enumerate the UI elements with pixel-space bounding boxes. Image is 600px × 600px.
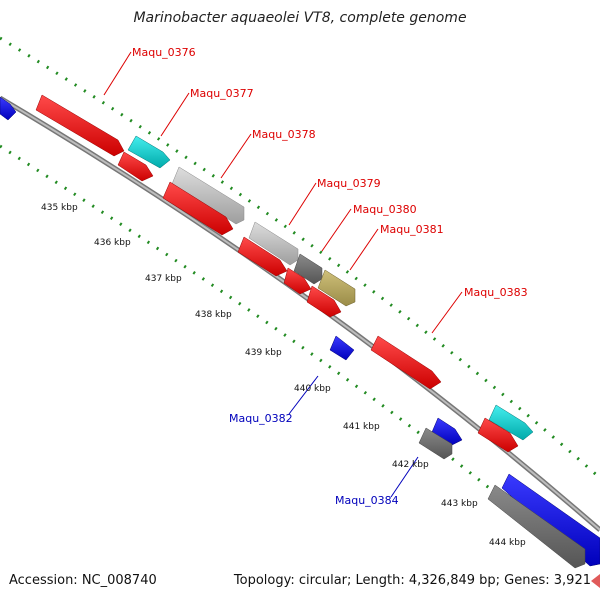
accession-label: Accession: NC_008740 bbox=[9, 573, 157, 588]
feature-blue-left-edge[interactable] bbox=[0, 96, 17, 121]
leader-maqu-0379 bbox=[288, 182, 317, 226]
tick-label-436: 436 kbp bbox=[94, 238, 131, 248]
gene-label-maqu-0383[interactable]: Maqu_0383 bbox=[464, 286, 528, 299]
feature-maqu-0379[interactable] bbox=[248, 221, 299, 266]
feature-maqu-0378b[interactable] bbox=[162, 181, 234, 236]
gene-label-maqu-0380[interactable]: Maqu_0380 bbox=[353, 203, 417, 216]
feature-maqu-0381[interactable] bbox=[317, 269, 356, 307]
leader-maqu-0377 bbox=[160, 92, 190, 137]
feature-maqu-0383[interactable] bbox=[370, 335, 442, 390]
tick-label-441: 441 kbp bbox=[343, 422, 380, 432]
map-title: Marinobacter aquaeolei VT8, complete gen… bbox=[133, 10, 467, 26]
feature-red-right[interactable] bbox=[477, 417, 519, 453]
topology-label: Topology: circular; Length: 4,326,849 bp… bbox=[234, 573, 591, 588]
tick-label-444: 444 kbp bbox=[489, 538, 526, 548]
tick-label-435: 435 kbp bbox=[41, 203, 78, 213]
gene-label-maqu-0376[interactable]: Maqu_0376 bbox=[132, 46, 196, 59]
leader-maqu-0383 bbox=[431, 291, 463, 334]
leader-maqu-0381 bbox=[349, 228, 379, 271]
gene-label-maqu-0378[interactable]: Maqu_0378 bbox=[252, 128, 316, 141]
gene-label-maqu-0382[interactable]: Maqu_0382 bbox=[229, 412, 293, 425]
feature-grey-0384b[interactable] bbox=[418, 427, 453, 460]
gene-label-maqu-0377[interactable]: Maqu_0377 bbox=[190, 87, 254, 100]
feature-cyan-right[interactable] bbox=[488, 404, 534, 441]
leader-maqu-0380 bbox=[321, 208, 352, 252]
genome-backbone bbox=[0, 95, 600, 532]
genome-backbone-highlight bbox=[0, 97, 600, 531]
feature-maqu-0380[interactable] bbox=[293, 253, 323, 285]
tick-label-443: 443 kbp bbox=[441, 499, 478, 509]
gene-label-maqu-0384[interactable]: Maqu_0384 bbox=[335, 494, 399, 507]
leader-maqu-0378 bbox=[220, 133, 252, 179]
leader-maqu-0382 bbox=[288, 375, 319, 415]
tick-label-440: 440 kbp bbox=[294, 384, 331, 394]
gene-label-maqu-0379[interactable]: Maqu_0379 bbox=[317, 177, 381, 190]
feature-maqu-0379b[interactable] bbox=[237, 236, 288, 277]
gene-label-maqu-0381[interactable]: Maqu_0381 bbox=[380, 223, 444, 236]
tick-label-438: 438 kbp bbox=[195, 310, 232, 320]
feature-maqu-0382[interactable] bbox=[329, 335, 355, 361]
feature-grey-bottom-right[interactable] bbox=[487, 484, 586, 569]
scroll-left-arrow-icon[interactable] bbox=[591, 574, 600, 588]
feature-maqu-0377[interactable] bbox=[127, 135, 171, 169]
feature-maqu-0380b[interactable] bbox=[283, 267, 312, 295]
feature-maqu-0376b[interactable] bbox=[117, 151, 154, 182]
feature-maqu-0384[interactable] bbox=[431, 417, 463, 446]
topology-text: Topology: circular; Length: 4,326,849 bp… bbox=[233, 573, 591, 588]
feature-maqu-0376[interactable] bbox=[35, 94, 125, 157]
leader-maqu-0384 bbox=[390, 456, 419, 498]
leader-maqu-0376 bbox=[103, 51, 132, 96]
feature-maqu-0378[interactable] bbox=[171, 166, 245, 225]
tick-label-437: 437 kbp bbox=[145, 274, 182, 284]
tick-label-439: 439 kbp bbox=[245, 348, 282, 358]
feature-maqu-0381b[interactable] bbox=[306, 285, 342, 318]
tick-label-442: 442 kbp bbox=[392, 460, 429, 470]
